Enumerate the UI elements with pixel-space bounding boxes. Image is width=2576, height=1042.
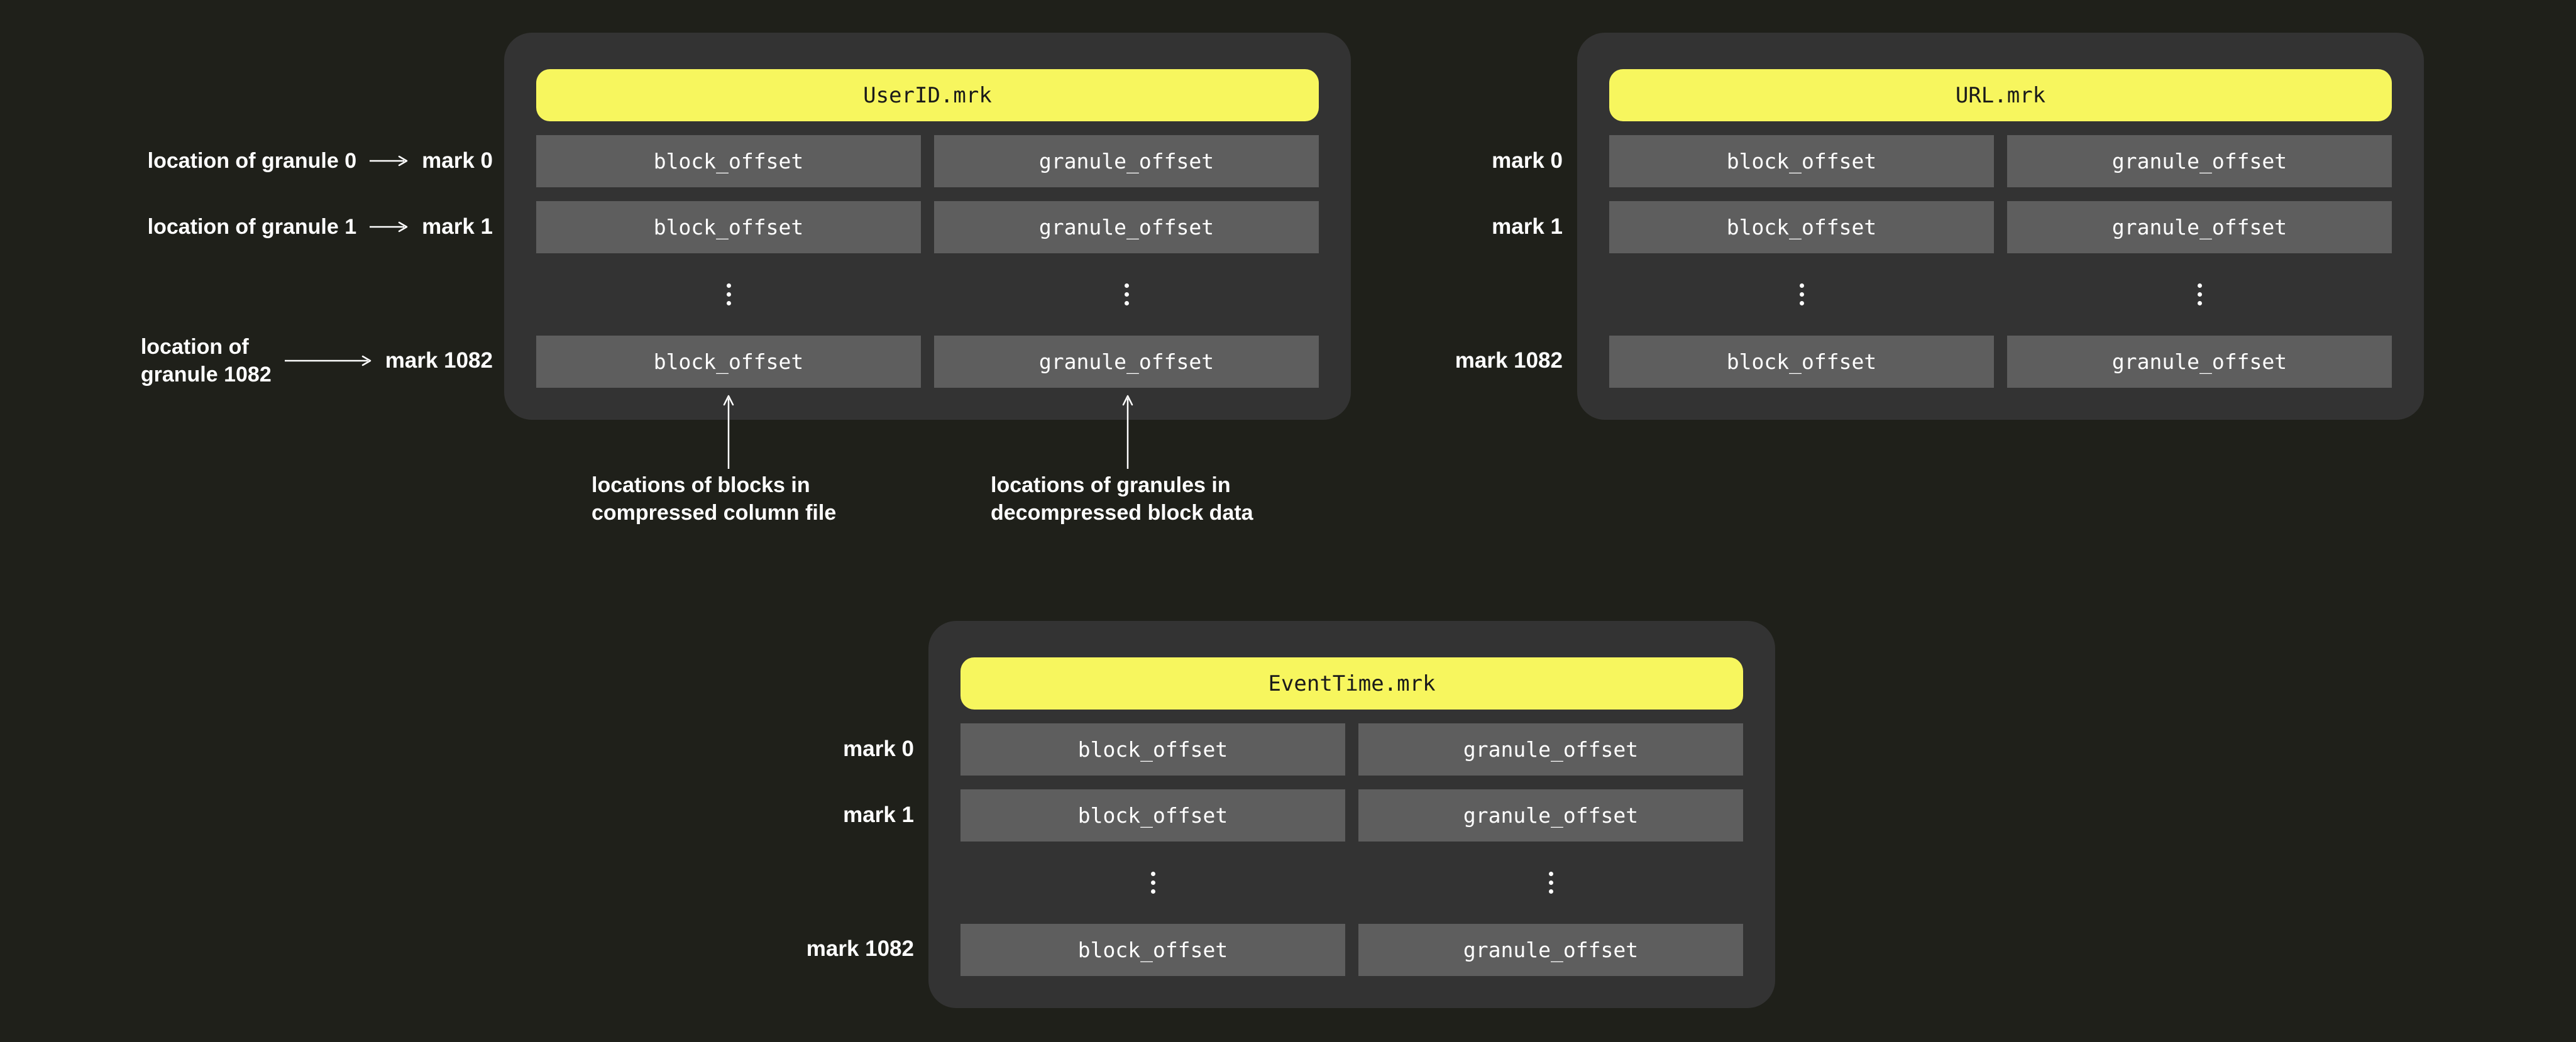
mark-row: block_offset granule_offset [536, 336, 1319, 388]
file-title-userid: UserID.mrk [536, 69, 1319, 121]
block-offset-cell: block_offset [536, 135, 921, 187]
annotation-label: location of granule 1 [147, 215, 357, 239]
vertical-ellipsis-icon [960, 855, 1345, 910]
block-offset-cell: block_offset [536, 336, 921, 388]
granule-offset-cell: granule_offset [1358, 789, 1743, 842]
granule-offset-cell: granule_offset [934, 201, 1319, 253]
annotation-granule-1082: location of granule 1082 mark 1082 [141, 333, 493, 388]
mark-row: block_offset granule_offset [1609, 336, 2392, 388]
panel-url-mrk: URL.mrk block_offset granule_offset bloc… [1577, 33, 2424, 420]
granule-offset-cell: granule_offset [1358, 723, 1743, 776]
annotation-label: location of granule 1082 [141, 333, 272, 388]
annotation-line1: locations of blocks in [592, 473, 810, 497]
mark-label: mark 1082 [806, 936, 914, 961]
mark-row: block_offset granule_offset [960, 723, 1743, 776]
mark-label: mark 1 [843, 803, 914, 827]
vertical-ellipsis-icon [536, 267, 921, 322]
annotation-granule-0: location of granule 0 mark 0 [148, 147, 493, 175]
vertical-ellipsis-icon [934, 267, 1319, 322]
granule-offset-cell: granule_offset [934, 336, 1319, 388]
panel-eventtime-mrk: EventTime.mrk block_offset granule_offse… [928, 621, 1775, 1008]
vertical-ellipsis-icon [2007, 267, 2392, 322]
block-offset-cell: block_offset [1609, 336, 1994, 388]
block-offset-cell: block_offset [1609, 135, 1994, 187]
mark-row: block_offset granule_offset [536, 135, 1319, 187]
mark-row: block_offset granule_offset [960, 924, 1743, 976]
annotation-granule-1: location of granule 1 mark 1 [148, 213, 493, 241]
annotation-line1: locations of granules in [991, 473, 1231, 497]
mark-label: mark 0 [422, 148, 493, 173]
file-title-url: URL.mrk [1609, 69, 2392, 121]
panel-userid-mrk: UserID.mrk block_offset granule_offset b… [504, 33, 1351, 420]
mark-row: block_offset granule_offset [960, 789, 1743, 842]
arrow-up-icon [1121, 392, 1135, 471]
mark-row: block_offset granule_offset [536, 201, 1319, 253]
annotation-block-locations: locations of blocks in compressed column… [592, 471, 836, 527]
block-offset-cell: block_offset [960, 789, 1345, 842]
mark-label: mark 0 [843, 737, 914, 761]
annotation-line2: decompressed block data [991, 501, 1253, 525]
vertical-ellipsis-icon [1609, 267, 1994, 322]
granule-offset-cell: granule_offset [2007, 336, 2392, 388]
annotation-granule-locations: locations of granules in decompressed bl… [991, 471, 1253, 527]
mark-label: mark 0 [1492, 148, 1563, 173]
mark-row: block_offset granule_offset [1609, 135, 2392, 187]
arrow-right-icon [370, 221, 408, 233]
mark-label: mark 1082 [1455, 348, 1563, 373]
vertical-ellipsis-icon [1358, 855, 1743, 910]
annotation-label: location of granule 0 [147, 149, 357, 173]
block-offset-cell: block_offset [960, 924, 1345, 976]
ellipsis-row [536, 267, 1319, 322]
block-offset-cell: block_offset [960, 723, 1345, 776]
mark-label: mark 1082 [385, 348, 493, 373]
block-offset-cell: block_offset [1609, 201, 1994, 253]
annotation-label-line1: location of [140, 335, 249, 359]
granule-offset-cell: granule_offset [2007, 135, 2392, 187]
granule-offset-cell: granule_offset [934, 135, 1319, 187]
annotation-label-line2: granule 1082 [140, 363, 272, 387]
file-title-eventtime: EventTime.mrk [960, 657, 1743, 710]
ellipsis-row [960, 855, 1743, 910]
mark-label: mark 1 [422, 214, 493, 239]
annotation-line2: compressed column file [592, 501, 837, 525]
ellipsis-row [1609, 267, 2392, 322]
granule-offset-cell: granule_offset [1358, 924, 1743, 976]
mark-label: mark 1 [1492, 214, 1563, 239]
block-offset-cell: block_offset [536, 201, 921, 253]
mark-row: block_offset granule_offset [1609, 201, 2392, 253]
arrow-right-icon [284, 355, 371, 366]
granule-offset-cell: granule_offset [2007, 201, 2392, 253]
arrow-up-icon [722, 392, 735, 471]
arrow-right-icon [370, 155, 408, 167]
